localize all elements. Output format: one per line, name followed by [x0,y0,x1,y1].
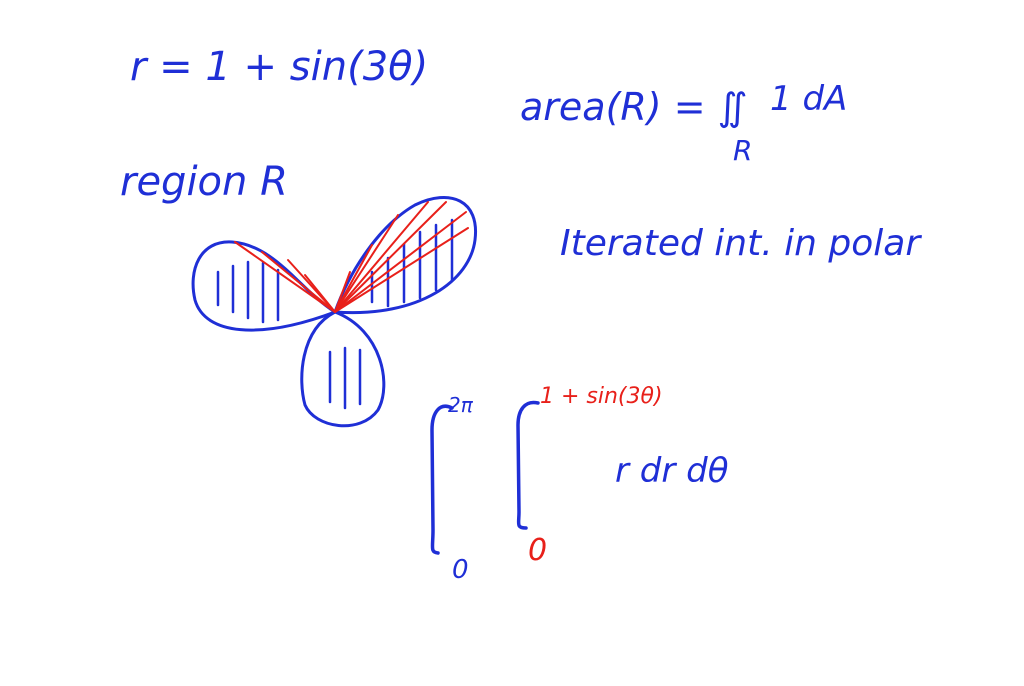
radial-line [334,211,467,313]
radial-line [261,251,336,313]
radial-line [234,241,336,313]
inner-lower-limit: 0 [528,533,547,568]
area-lhs: area(R) = ∬ [520,85,748,129]
outer-lower-limit: 0 [452,555,469,585]
petal-left [191,240,337,332]
outer-integral-sign [430,404,454,555]
iterated-label: Iterated int. in polar [560,223,922,264]
petal-right [333,196,478,315]
radial-line [334,201,447,313]
radial-line [304,274,336,313]
region-label: region R [120,159,288,205]
inner-integral-sign [516,400,540,530]
petal-bottom [300,310,386,428]
radial-line [334,227,469,313]
rose-region [191,196,478,428]
area-subscript: R [733,134,752,167]
radial-line [334,271,351,313]
radial-line [334,214,399,313]
radial-line [334,201,429,313]
curve-equation: r = 1 + sin(3θ) [130,44,428,90]
inner-upper-limit: 1 + sin(3θ) [540,384,663,409]
iterated-integral: 2π 0 1 + sin(3θ) 0 r dr dθ [430,384,729,585]
integrand: r dr dθ [615,451,729,491]
outer-upper-limit: 2π [448,393,474,417]
area-integrand: 1 dA [770,79,847,119]
area-formula: area(R) = ∬ 1 dA R [520,79,847,167]
